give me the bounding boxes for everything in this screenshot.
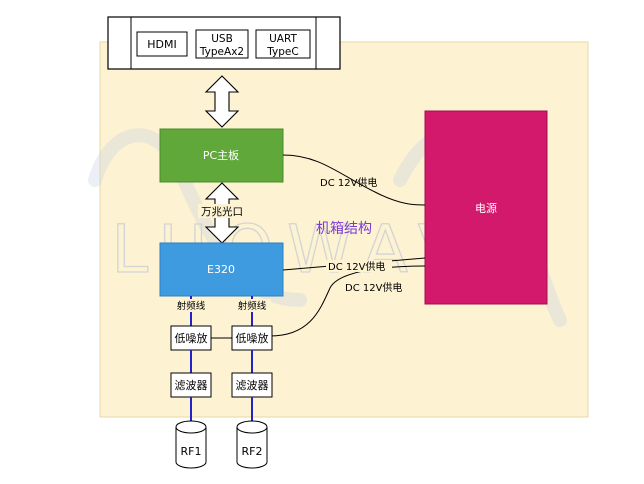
rf1-connector <box>175 420 207 469</box>
power-block <box>424 110 548 305</box>
usb-label-line2: TypeAx2 <box>199 46 244 58</box>
power-label: 电源 <box>475 201 497 215</box>
hdmi-port <box>136 31 188 57</box>
rf2-label: RF2 <box>242 445 263 458</box>
rf-cable-label-2: 射频线 <box>238 300 267 312</box>
filter-2-block <box>231 372 273 398</box>
rf-cable-label-1: 射频线 <box>177 300 206 312</box>
hdmi-label: HDMI <box>147 38 176 51</box>
dc-wire-pc <box>282 154 426 206</box>
pc-board-block <box>159 128 284 183</box>
filter-1-label: 滤波器 <box>175 379 208 392</box>
usb-port <box>195 29 249 59</box>
rf-cable-label-2-bg <box>233 299 271 312</box>
filter-2-label: 滤波器 <box>236 379 269 392</box>
uart-label-line1: UART <box>269 33 297 45</box>
dc-label-pc: DC 12V供电 <box>320 176 377 189</box>
link-10g-label: 万兆光口 <box>201 205 243 218</box>
rf1-label: RF1 <box>181 445 202 458</box>
uart-port <box>255 29 311 59</box>
e320-block <box>159 242 284 297</box>
uart-label-line2: TypeC <box>266 46 298 58</box>
lna-2-label: 低噪放 <box>236 331 269 345</box>
pc-board-label: PC主板 <box>203 148 239 162</box>
dc-wire-lna <box>269 265 426 337</box>
dc-label-lna: DC 12V供电 <box>345 281 402 294</box>
link-label-bg <box>198 204 246 218</box>
usb-label-line1: USB <box>211 33 233 45</box>
e320-label: E320 <box>207 263 235 276</box>
dc-label-e320: DC 12V供电 <box>328 260 385 273</box>
rf2-connector <box>236 420 268 469</box>
lna-1-label: 低噪放 <box>175 331 208 345</box>
dc-label-e320-bg <box>326 260 392 272</box>
rf-cable-label-1-bg <box>173 299 211 312</box>
chassis-title: 机箱结构 <box>316 221 372 237</box>
double-arrow-panel-pc <box>204 75 240 128</box>
